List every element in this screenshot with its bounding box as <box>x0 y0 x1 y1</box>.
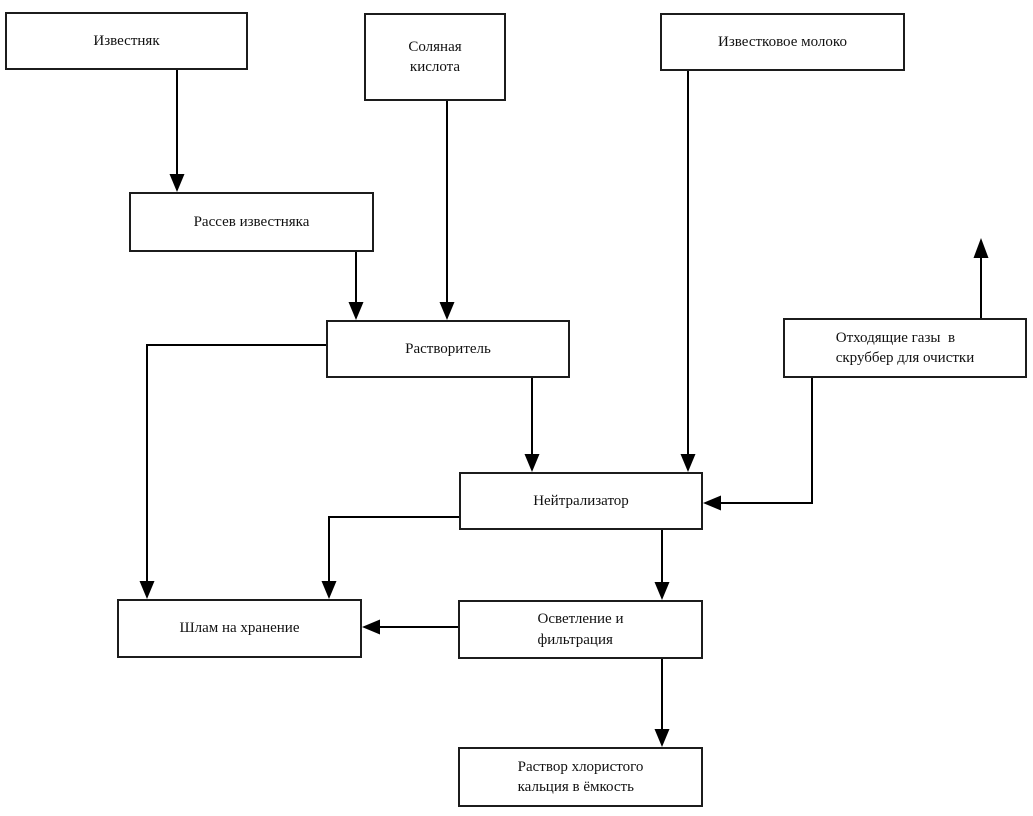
node-lime-milk-label: Известковое молоко <box>718 33 847 50</box>
node-offgas-to-scrubber: Отходящие газы в скруббер для очистки <box>783 318 1027 378</box>
node-limestone-screening: Рассев известняка <box>129 192 374 252</box>
node-sludge-storage: Шлам на хранение <box>117 599 362 658</box>
edge-acid-to-dissolver <box>439 101 455 320</box>
node-hydrochloric-acid: Соляная кислота <box>364 13 506 101</box>
edge-clarification-to-tank <box>654 659 670 747</box>
node-dissolver-label: Растворитель <box>405 340 491 357</box>
edge-screening-to-dissolver <box>348 252 364 320</box>
node-dissolver: Растворитель <box>326 320 570 378</box>
node-limestone-screening-label: Рассев известняка <box>193 213 310 230</box>
node-neutralizer: Нейтрализатор <box>459 472 703 530</box>
node-clarification-filtration-label: Осветление и фильтрация <box>537 611 624 648</box>
edge-limestone-to-screening <box>169 70 185 192</box>
edge-neutralizer-to-sludge <box>321 516 459 599</box>
edge-scrubber-to-neutralizer <box>703 378 813 511</box>
node-sludge-storage-label: Шлам на хранение <box>179 620 300 637</box>
node-offgas-to-scrubber-label: Отходящие газы в скруббер для очистки <box>835 329 975 366</box>
node-hydrochloric-acid-label: Соляная кислота <box>408 38 462 75</box>
node-clarification-filtration: Осветление и фильтрация <box>458 600 703 659</box>
edge-clarification-to-sludge <box>362 619 458 635</box>
edge-scrubber-to-atmosphere <box>973 238 989 318</box>
node-limestone-label: Известняк <box>93 32 160 49</box>
edge-dissolver-to-sludge <box>139 344 326 599</box>
node-limestone: Известняк <box>5 12 248 70</box>
node-cacl2-solution-tank: Раствор хлористого кальция в ёмкость <box>458 747 703 807</box>
edge-neutralizer-to-clarification <box>654 530 670 600</box>
edge-dissolver-to-neutralizer <box>524 378 540 472</box>
node-lime-milk: Известковое молоко <box>660 13 905 71</box>
node-neutralizer-label: Нейтрализатор <box>533 492 629 509</box>
node-cacl2-solution-tank-label: Раствор хлористого кальция в ёмкость <box>517 758 644 795</box>
edge-limemilk-to-neutralizer <box>680 71 696 472</box>
